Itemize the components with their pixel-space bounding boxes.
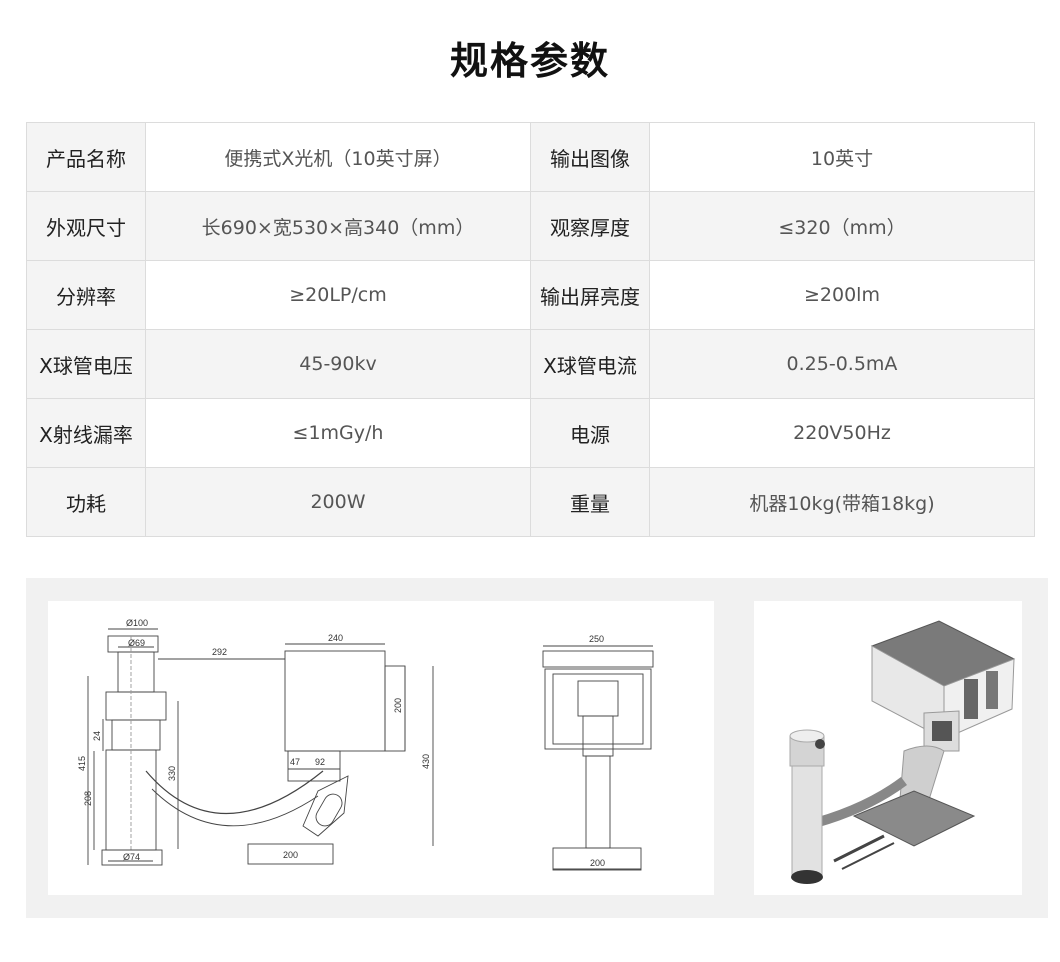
- foot-base: [247, 843, 334, 865]
- tube-collimator: [117, 651, 155, 693]
- column-base: [101, 849, 163, 866]
- image-box: [284, 650, 386, 752]
- spec-label: X球管电流: [530, 329, 650, 399]
- spec-value: 机器10kg(带箱18kg): [649, 467, 1035, 537]
- device-render: [789, 620, 1016, 884]
- svg-text:Ø74: Ø74: [123, 852, 140, 862]
- spec-label: 功耗: [26, 467, 146, 537]
- spec-label: 电源: [530, 398, 650, 468]
- spec-value: ≤1mGy/h: [145, 398, 531, 468]
- spec-label: 输出屏亮度: [530, 260, 650, 330]
- table-row: 外观尺寸 长690×宽530×高340（mm） 观察厚度 ≤320（mm）: [26, 191, 1035, 261]
- spec-label: 输出图像: [530, 122, 650, 192]
- spec-value: 0.25-0.5mA: [649, 329, 1035, 399]
- spec-value: ≥200lm: [649, 260, 1035, 330]
- table-row: 分辨率 ≥20LP/cm 输出屏亮度 ≥200lm: [26, 260, 1035, 330]
- svg-text:Ø69: Ø69: [128, 638, 145, 648]
- svg-text:415: 415: [77, 756, 87, 771]
- spec-table: 产品名称 便携式X光机（10英寸屏） 输出图像 10英寸 外观尺寸 长690×宽…: [26, 122, 1035, 537]
- spec-value: ≥20LP/cm: [145, 260, 531, 330]
- svg-text:200: 200: [283, 850, 298, 860]
- technical-drawing-panel: Ø100 Ø69 292 240 200 415 24 208 330 430 …: [48, 601, 714, 895]
- spec-label: 分辨率: [26, 260, 146, 330]
- spec-label: X射线漏率: [26, 398, 146, 468]
- table-row: 产品名称 便携式X光机（10英寸屏） 输出图像 10英寸: [26, 122, 1035, 192]
- dim-292: 292: [212, 647, 227, 657]
- svg-text:240: 240: [328, 633, 343, 643]
- svg-text:330: 330: [167, 766, 177, 781]
- spec-label: 重量: [530, 467, 650, 537]
- spec-value: 长690×宽530×高340（mm）: [145, 191, 531, 261]
- tube-neck: [111, 719, 161, 751]
- spec-value: 便携式X光机（10英寸屏）: [145, 122, 531, 192]
- table-row: X球管电压 45-90kv X球管电流 0.25-0.5mA: [26, 329, 1035, 399]
- spec-value: 10英寸: [649, 122, 1035, 192]
- svg-text:200: 200: [590, 858, 605, 868]
- spec-value: 200W: [145, 467, 531, 537]
- svg-text:208: 208: [83, 791, 93, 806]
- table-row: X射线漏率 ≤1mGy/h 电源 220V50Hz: [26, 398, 1035, 468]
- spec-label: X球管电压: [26, 329, 146, 399]
- spec-label: 外观尺寸: [26, 191, 146, 261]
- render-panel: [754, 601, 1022, 895]
- table-row: 功耗 200W 重量 机器10kg(带箱18kg): [26, 467, 1035, 537]
- svg-text:47: 47: [290, 757, 300, 767]
- spec-value: 45-90kv: [145, 329, 531, 399]
- tube-head: [105, 691, 167, 721]
- svg-text:200: 200: [393, 698, 403, 713]
- product-gallery: Ø100 Ø69 292 240 200 415 24 208 330 430 …: [26, 578, 1048, 918]
- svg-text:92: 92: [315, 757, 325, 767]
- spec-label: 观察厚度: [530, 191, 650, 261]
- spec-value: 220V50Hz: [649, 398, 1035, 468]
- spec-value: ≤320（mm）: [649, 191, 1035, 261]
- svg-text:430: 430: [421, 754, 431, 769]
- technical-drawing: Ø100 Ø69 292 240 200 415 24 208 330 430 …: [77, 618, 654, 871]
- svg-text:250: 250: [589, 634, 604, 644]
- spec-label: 产品名称: [26, 122, 146, 192]
- svg-text:Ø100: Ø100: [126, 618, 148, 628]
- svg-text:24: 24: [92, 731, 102, 741]
- page-title: 规格参数: [449, 39, 610, 83]
